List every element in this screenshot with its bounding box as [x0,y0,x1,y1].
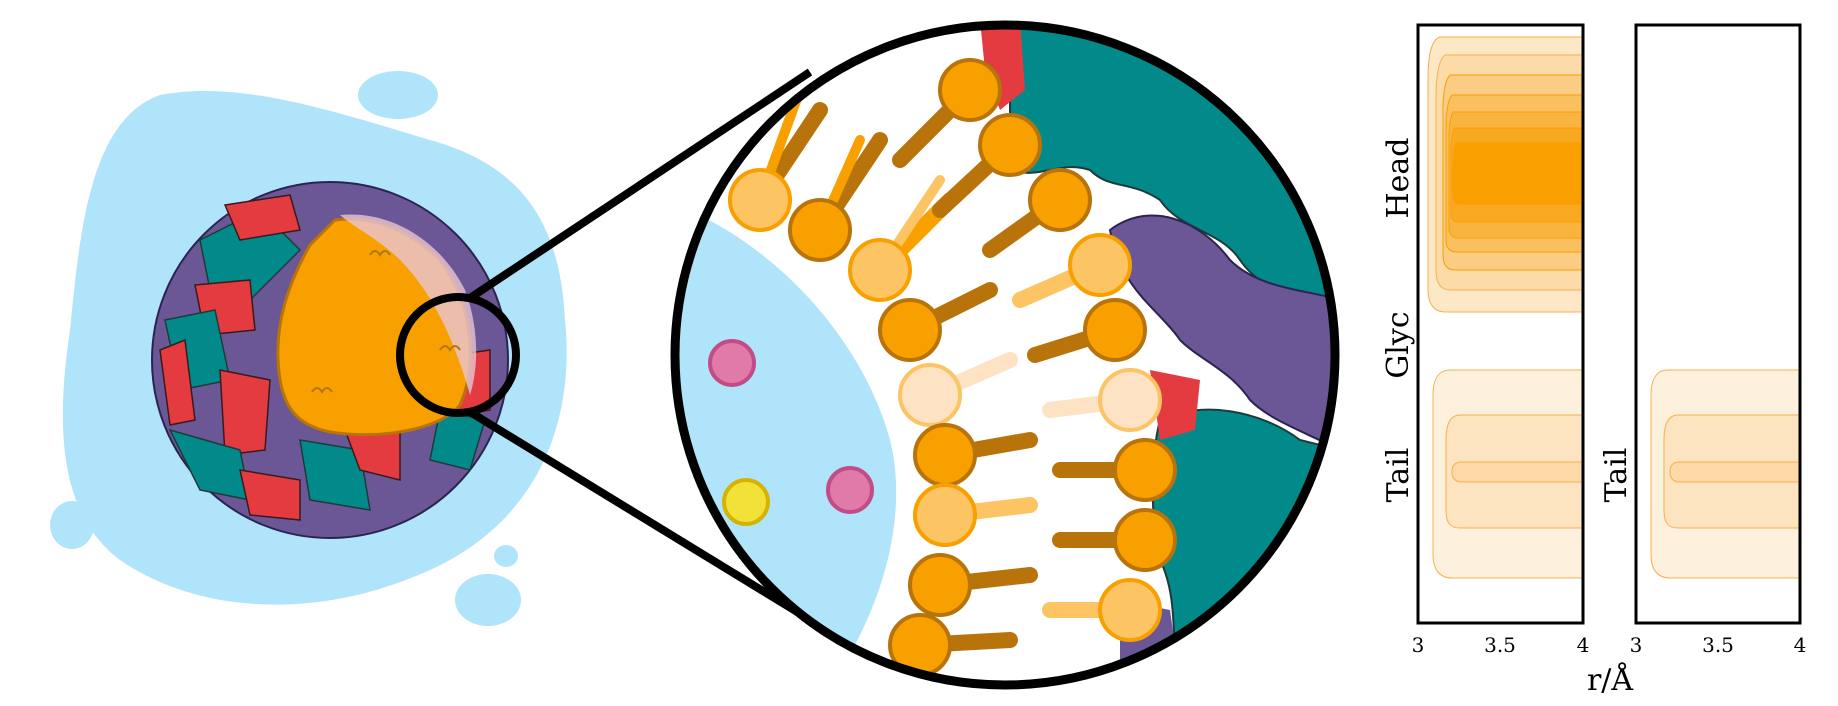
lipid-molecule [932,113,1042,218]
x-tick-label: 3.5 [1484,633,1516,657]
lipid-molecule [728,85,828,232]
x-tick-label: 3 [1630,633,1643,657]
zoom-circle-border [670,20,1340,690]
lipid-molecule [1027,298,1147,363]
lipid-core-highlight [340,214,477,395]
water-droplet [455,574,521,626]
lipid-monolayer [728,58,1177,677]
pink-molecule [708,339,756,387]
lipid-core-mark [439,345,461,352]
pink-molecule [826,466,874,514]
lipid-molecule [982,168,1092,258]
y-label-glyc: Glyc [1381,311,1416,378]
lipid-molecule [888,613,1018,677]
lipid-core-mark [369,250,391,257]
lipid-molecule [788,132,888,262]
x-axis-label: r/Å [1587,662,1633,698]
nanoparticle-illustration [50,71,567,626]
yellow-molecule [722,478,770,526]
x-tick-label: 3 [1412,633,1425,657]
lipid-molecule [1042,368,1162,432]
lipid-core-mark [311,387,333,394]
x-tick-label: 4 [1577,633,1590,657]
x-tick-label: 3.5 [1702,633,1734,657]
y-label-tail: Tail [1599,448,1634,503]
zoom-protein-teal [1151,408,1335,685]
panel-1: Head Glyc Tail 3 3.5 4 [1381,23,1590,657]
water-droplet [50,501,94,549]
water-droplet [358,71,438,119]
lipid-molecule [892,58,1002,168]
lipid-molecule [913,483,1038,547]
lipid-molecule [878,282,998,362]
y-label-head: Head [1381,137,1416,218]
lipid-molecule [1052,438,1177,502]
lipid-molecule [1052,508,1177,572]
water-droplet [494,545,518,567]
zoom-protein-red [980,25,1025,110]
zoom-protein-purple [1108,214,1335,452]
panel-2-contours [1650,369,1800,579]
x-tick-label: 4 [1794,633,1807,657]
panel-2: Tail 3 3.5 4 [1599,23,1807,657]
lipid-molecule [1042,578,1162,642]
lipid-molecule [908,553,1038,617]
panel-1-frame [1416,23,1585,625]
lipid-molecule [1012,233,1132,308]
panel-2-frame [1634,23,1802,625]
zoom-view [670,20,1340,690]
panel-1-contours [1427,36,1583,579]
lipid-molecule [913,423,1038,487]
zoom-source-circle [396,293,520,417]
zoom-protein-red [1150,370,1200,440]
zoom-connector-line [467,68,813,302]
y-label-tail: Tail [1381,448,1416,503]
zoom-connector-line [467,408,833,636]
lipid-molecule [898,352,1018,427]
